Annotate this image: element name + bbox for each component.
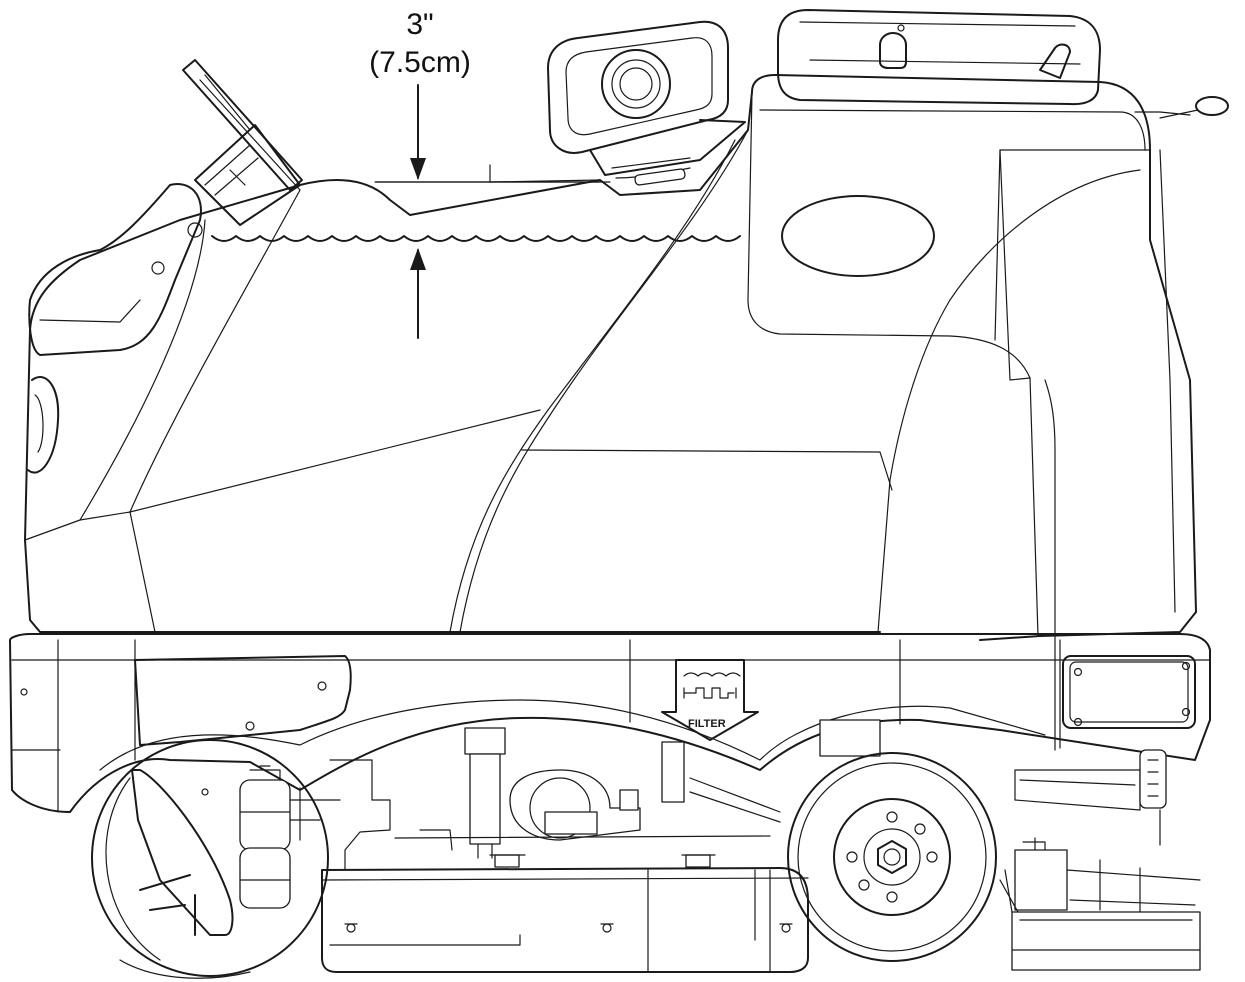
rear-access-panel [1062, 655, 1196, 729]
water-level-line [211, 235, 741, 242]
front-wheel [91, 739, 329, 979]
operator-seat [27, 183, 202, 474]
wave-over-filter-arrow-icon [661, 659, 759, 741]
dimension-marker [375, 84, 611, 339]
steering-column [151, 59, 303, 275]
front-body [24, 91, 893, 633]
headlight [547, 20, 746, 186]
caster-fork [239, 765, 341, 909]
rear-hood [747, 74, 1197, 751]
front-access-panel [134, 655, 352, 746]
filter-decal-label: FILTER [688, 718, 726, 730]
chassis [9, 633, 1211, 813]
squeegee-assembly [999, 837, 1201, 971]
rear-hood-logo-oval [781, 195, 935, 277]
dimension-imperial: 3" [406, 8, 434, 41]
dimension-metric: (7.5cm) [369, 46, 471, 79]
top-cap [777, 9, 1101, 106]
side-sensor [1134, 96, 1229, 119]
scrub-deck [321, 867, 809, 973]
handle-notch-icon [1039, 43, 1071, 79]
undercarriage [329, 719, 1167, 871]
lock-icon [879, 32, 907, 69]
rear-wheel [787, 752, 997, 962]
filter-decal: FILTER [661, 659, 759, 741]
